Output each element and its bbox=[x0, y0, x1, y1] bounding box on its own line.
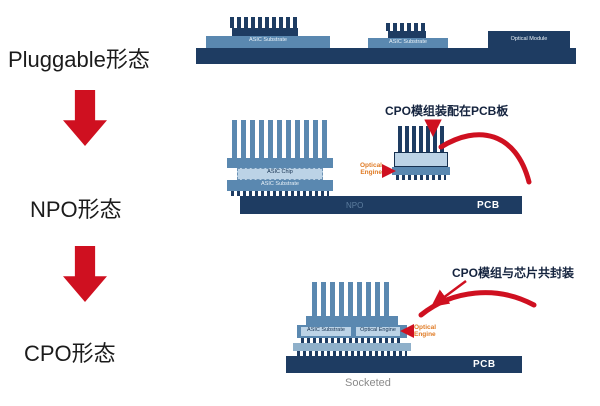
asic-chip-label: ASIC Chip bbox=[267, 169, 293, 175]
asic-substrate-left: ASIC Substrate bbox=[206, 36, 330, 48]
npo-watermark: NPO bbox=[346, 201, 364, 210]
heatsink-base bbox=[306, 316, 398, 325]
optical-engine-substrate bbox=[392, 167, 450, 175]
optical-engine-heatsink-fins bbox=[398, 126, 444, 152]
optical-engine-label-line2: Engine bbox=[414, 331, 436, 339]
pluggable-board-bar bbox=[196, 48, 576, 64]
socketed-label: Socketed bbox=[345, 377, 391, 389]
asic-substrate: ASIC Substrate bbox=[227, 180, 333, 191]
asic-substrate-mid: ASIC Substrate bbox=[368, 38, 448, 48]
asic-substrate-box-label: ASIC Substrate bbox=[307, 327, 345, 333]
stage-label-npo: NPO形态 bbox=[30, 197, 122, 222]
optical-engine-label-line2: Engine bbox=[360, 169, 382, 177]
npo-pcb-label: PCB bbox=[477, 200, 500, 211]
asic-substrate-mid-label: ASIC Substrate bbox=[389, 39, 427, 45]
bga-balls bbox=[301, 338, 403, 343]
cpo-annotation: CPO模组与芯片共封装 bbox=[452, 266, 575, 280]
bga-balls bbox=[231, 191, 329, 196]
heatsink-fins bbox=[230, 17, 300, 28]
socket-pins bbox=[297, 351, 407, 356]
asic-chip-block bbox=[388, 31, 426, 38]
socket-layer bbox=[293, 343, 411, 351]
optical-engine-label-line1: Optical bbox=[414, 324, 437, 331]
asic-chip-block bbox=[232, 28, 298, 37]
down-arrow-icon bbox=[63, 246, 107, 302]
down-arrow-icon bbox=[63, 90, 107, 146]
stage-label-cpo: CPO形态 bbox=[24, 341, 116, 366]
optical-engine-label: Optical Engine bbox=[346, 162, 382, 177]
npo-pcb-bar bbox=[240, 196, 522, 214]
stage-label-pluggable: Pluggable形态 bbox=[8, 47, 150, 72]
optical-engine-box-label: Optical Engine bbox=[360, 327, 396, 333]
cpo-pcb-label: PCB bbox=[473, 359, 496, 370]
npo-annotation: CPO模组装配在PCB板 bbox=[385, 104, 509, 118]
heatsink-base bbox=[227, 158, 333, 168]
optical-engine-box: Optical Engine bbox=[356, 327, 400, 336]
heatsink-fins bbox=[312, 282, 392, 316]
pluggable-optical-module-label: Optical Module bbox=[510, 36, 548, 42]
bga-balls bbox=[396, 175, 446, 180]
cpo-fiber-curve bbox=[418, 290, 537, 318]
optical-engine-label: Optical Engine bbox=[414, 324, 454, 339]
asic-substrate-box: ASIC Substrate bbox=[301, 327, 351, 336]
pluggable-optical-module: Optical Module bbox=[488, 31, 570, 48]
asic-substrate-left-label: ASIC Substrate bbox=[249, 37, 287, 43]
cpo-pcb-bar bbox=[286, 356, 522, 373]
npo-fiber-curve bbox=[438, 132, 532, 185]
optical-engine-label-line1: Optical bbox=[359, 162, 382, 169]
heatsink-fins bbox=[386, 23, 428, 31]
asic-chip: ASIC Chip bbox=[237, 168, 323, 180]
optical-engine-body bbox=[394, 152, 448, 167]
asic-substrate-label: ASIC Substrate bbox=[261, 181, 299, 187]
heatsink-fins bbox=[232, 120, 328, 158]
cpo-annotation-arrow bbox=[430, 279, 467, 307]
